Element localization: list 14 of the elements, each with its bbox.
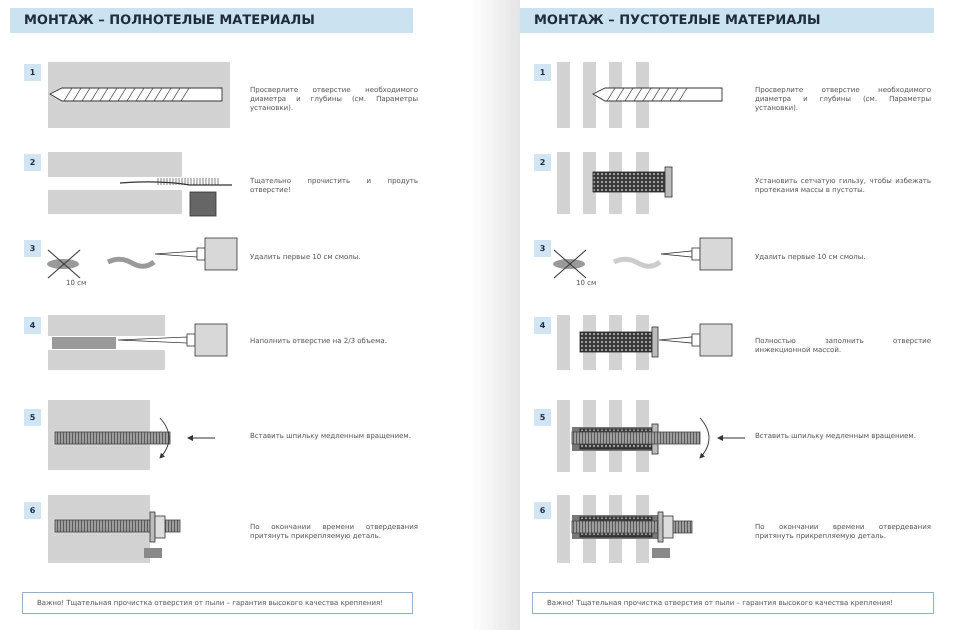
step-number: 6 [534, 502, 551, 519]
step-number: 1 [534, 64, 551, 81]
step-number: 3 [534, 240, 551, 257]
section-heading: МОНТАЖ – ПУСТОТЕЛЫЕ МАТЕРИАЛЫ [520, 8, 934, 33]
step-number: 2 [24, 154, 41, 171]
step-number: 4 [534, 317, 551, 334]
step-number: 5 [24, 409, 41, 426]
step-number: 1 [24, 64, 41, 81]
step-number: 6 [24, 502, 41, 519]
step-number: 3 [24, 240, 41, 257]
step-number: 4 [24, 317, 41, 334]
step-number: 5 [534, 409, 551, 426]
step-number: 2 [534, 154, 551, 171]
section-heading: МОНТАЖ – ПОЛНОТЕЛЫЕ МАТЕРИАЛЫ [10, 8, 413, 33]
